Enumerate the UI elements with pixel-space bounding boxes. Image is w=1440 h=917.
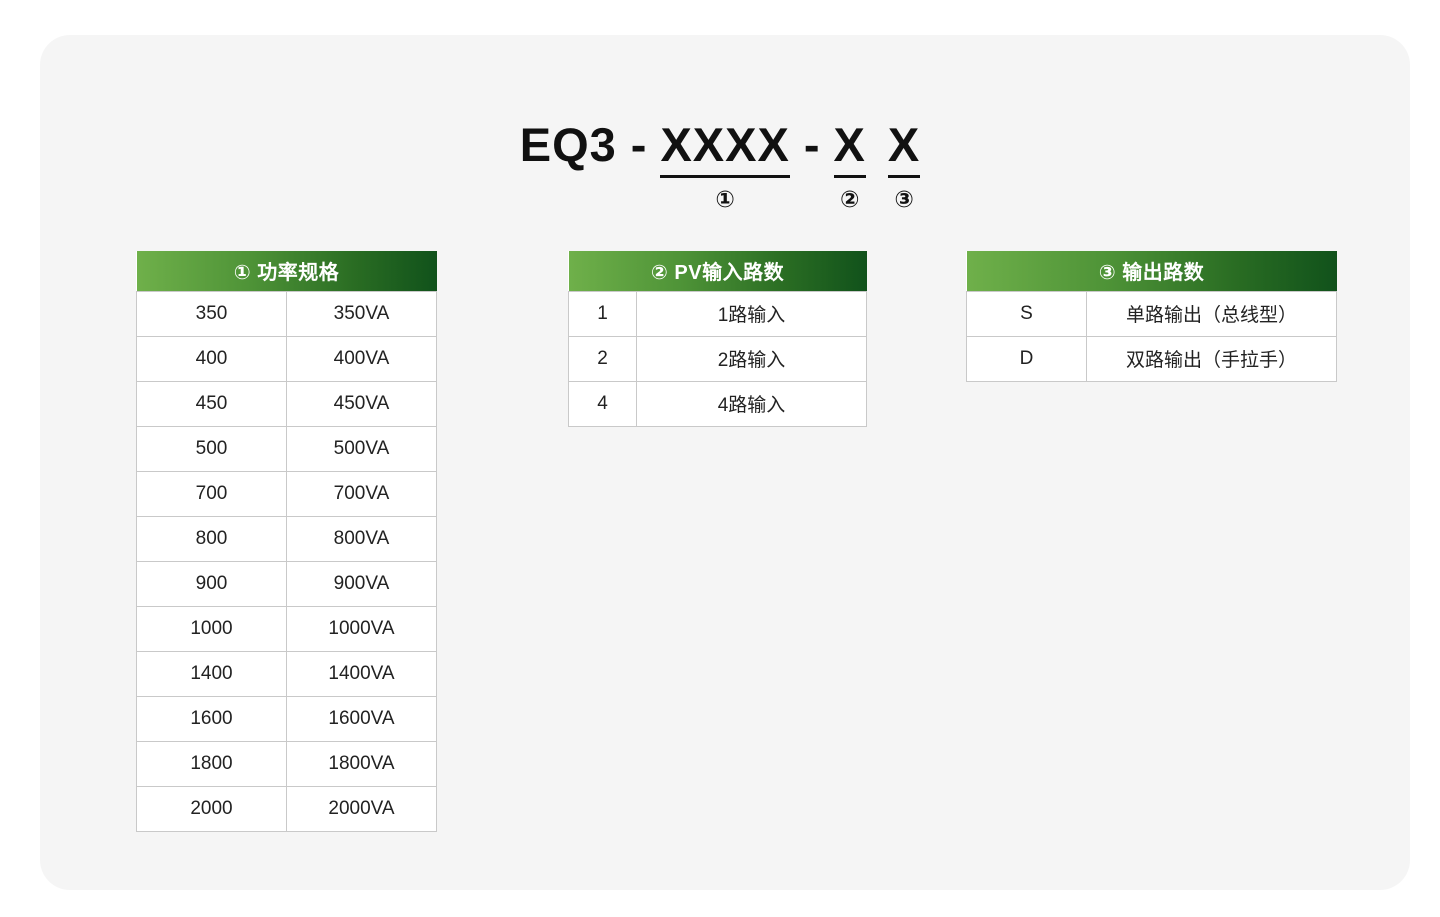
table-cell-description: 400VA	[286, 335, 437, 382]
model-code-marker-2: ②	[839, 186, 860, 212]
table-cell-description: 1000VA	[286, 605, 437, 652]
table-header-row: ② PV输入路数	[568, 251, 867, 291]
table-pv-input-header: ② PV输入路数	[568, 251, 867, 291]
model-code-marker-3: ③	[894, 186, 914, 212]
table-cell-code: 700	[136, 470, 287, 517]
table-cell-code: 4	[568, 380, 637, 427]
table-power-spec-header: ① 功率规格	[136, 251, 437, 291]
table-cell-code: 450	[136, 380, 287, 427]
table-cell-code: 900	[136, 560, 287, 607]
table-cell-description: 2000VA	[286, 785, 437, 832]
table-cell-description: 800VA	[286, 515, 437, 562]
table-cell-code: 1800	[136, 740, 287, 787]
table-cell-code: 2000	[136, 785, 287, 832]
table-cell-description: 双路输出（手拉手）	[1086, 335, 1337, 382]
table-cell-description: 450VA	[286, 380, 437, 427]
model-code-segment-1-text: XXXX	[660, 118, 790, 178]
table-cell-code: 1	[568, 290, 637, 337]
table-cell-description: 1800VA	[286, 740, 437, 787]
model-code-segment-2: X ②	[833, 118, 866, 212]
model-code-diagram: EQ3 - XXXX ① - X ② X ③	[0, 118, 1440, 212]
model-code-prefix: EQ3	[520, 118, 617, 172]
table-output-channels-header: ③ 输出路数	[966, 251, 1337, 291]
model-code-marker-1: ①	[715, 186, 735, 212]
model-code-dash-1: -	[630, 118, 647, 171]
table-cell-description: 700VA	[286, 470, 437, 517]
table-cell-code: 2	[568, 335, 637, 382]
table-cell-description: 350VA	[286, 290, 437, 337]
model-code-prefix-text: EQ3	[519, 118, 617, 171]
table-cell-code: 400	[136, 335, 287, 382]
table-header-row: ① 功率规格	[136, 251, 437, 291]
table-cell-code: 1600	[136, 695, 287, 742]
table-cell-description: 2路输入	[635, 335, 868, 382]
table-cell-description: 单路输出（总线型）	[1086, 290, 1337, 337]
table-cell-code: D	[966, 335, 1087, 382]
table-header-row: ③ 输出路数	[966, 251, 1337, 291]
table-cell-description: 4路输入	[635, 380, 868, 427]
model-code-segment-2-text: X	[833, 118, 866, 178]
table-cell-code: 350	[136, 290, 287, 337]
table-cell-code: 500	[136, 425, 287, 472]
table-cell-code: S	[966, 290, 1087, 337]
table-cell-code: 800	[136, 515, 287, 562]
table-cell-description: 900VA	[286, 560, 437, 607]
table-cell-code: 1400	[136, 650, 287, 697]
table-cell-code: 1000	[136, 605, 287, 652]
model-code-segment-3-text: X	[887, 118, 921, 178]
model-code-segment-1: XXXX ①	[660, 118, 790, 212]
table-cell-description: 1路输入	[635, 290, 868, 337]
table-cell-description: 1600VA	[286, 695, 437, 742]
table-cell-description: 500VA	[286, 425, 437, 472]
table-cell-description: 1400VA	[286, 650, 437, 697]
model-code-dash-2: -	[803, 118, 820, 171]
model-code-segment-3: X ③	[887, 118, 921, 212]
